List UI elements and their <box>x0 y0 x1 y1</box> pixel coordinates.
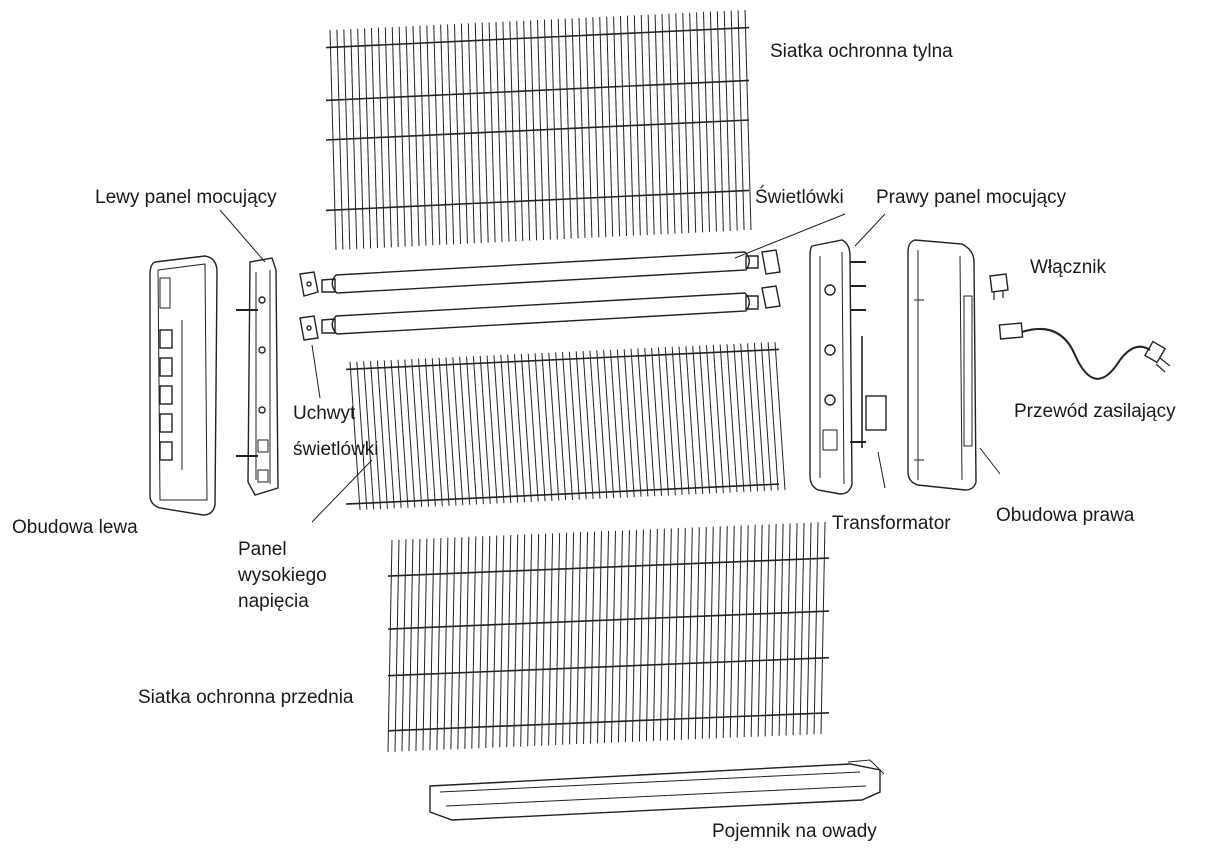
rear-protective-grid <box>325 9 752 251</box>
label-tube-holder-line2: świetlówki <box>293 439 379 460</box>
label-transformer: Transformator <box>832 513 951 534</box>
label-right-mounting-panel: Prawy panel mocujący <box>876 187 1067 208</box>
label-power-cord: Przewód zasilający <box>1014 401 1176 422</box>
transformer <box>861 336 887 448</box>
leader-lines <box>219 209 1001 523</box>
label-right-housing: Obudowa prawa <box>996 505 1135 526</box>
switch <box>989 273 1009 300</box>
tube-holders-right <box>761 249 781 309</box>
front-protective-grid <box>387 521 830 753</box>
tube-holders-left <box>299 271 319 341</box>
label-left-mounting-panel: Lewy panel mocujący <box>95 187 277 208</box>
label-switch: Włącznik <box>1030 257 1107 278</box>
label-tube-holder-line1: Uchwyt <box>293 403 356 424</box>
left-mounting-panel <box>236 257 279 496</box>
insect-tray <box>429 759 885 821</box>
label-insect-tray: Pojemnik na owady <box>712 821 877 842</box>
label-rear-grid: Siatka ochronna tylna <box>770 41 953 62</box>
power-cord <box>998 322 1171 380</box>
right-housing <box>907 239 977 491</box>
left-housing <box>149 255 218 516</box>
high-voltage-panel <box>345 341 786 511</box>
label-fluorescent-tubes: Świetlówki <box>755 187 844 208</box>
label-hv-panel-line3: napięcia <box>238 591 309 612</box>
fluorescent-tubes <box>321 251 759 335</box>
label-hv-panel-line2: wysokiego <box>238 565 327 586</box>
right-mounting-panel <box>809 239 866 495</box>
label-front-grid: Siatka ochronna przednia <box>138 687 354 708</box>
label-left-housing: Obudowa lewa <box>12 517 138 538</box>
label-hv-panel-line1: Panel <box>238 539 287 560</box>
